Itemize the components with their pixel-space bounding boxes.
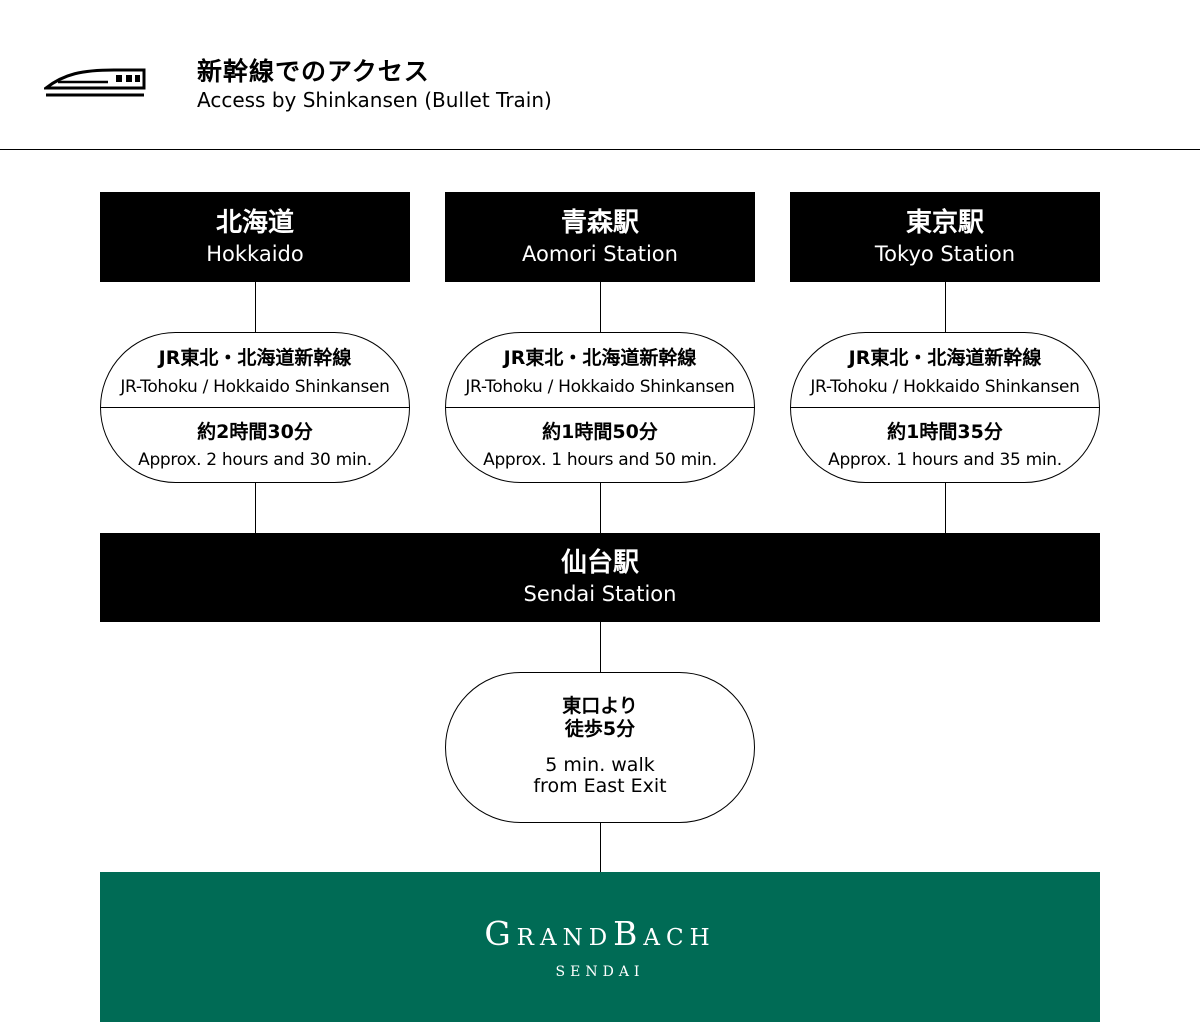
- route-time-section: 約1時間35分 Approx. 1 hours and 35 min.: [791, 408, 1099, 482]
- page-subtitle: Access by Shinkansen (Bullet Train): [197, 88, 552, 112]
- route-line-section: JR東北・北海道新幹線 JR-Tohoku / Hokkaido Shinkan…: [101, 333, 409, 408]
- hotel-logo: GrandBach: [484, 914, 716, 953]
- origin-tokyo: 東京駅 Tokyo Station: [790, 192, 1100, 282]
- origin-name-jp: 東京駅: [905, 208, 984, 238]
- origin-name-jp: 青森駅: [560, 208, 639, 238]
- origin-name-en: Tokyo Station: [874, 242, 1016, 266]
- destination-sendai-station: 仙台駅 Sendai Station: [100, 533, 1100, 622]
- page-header: 新幹線でのアクセス Access by Shinkansen (Bullet T…: [0, 0, 1200, 150]
- destination-name-en: Sendai Station: [523, 582, 677, 606]
- travel-time-en: Approx. 1 hours and 35 min.: [828, 450, 1062, 470]
- line-name-en: JR-Tohoku / Hokkaido Shinkansen: [465, 377, 735, 397]
- travel-time-jp: 約1時間50分: [542, 421, 658, 443]
- route-time-section: 約2時間30分 Approx. 2 hours and 30 min.: [101, 408, 409, 482]
- origin-aomori: 青森駅 Aomori Station: [445, 192, 755, 282]
- page-title: 新幹線でのアクセス: [197, 57, 430, 86]
- hotel-logo-city: SENDAI: [555, 964, 645, 980]
- travel-time-en: Approx. 1 hours and 50 min.: [483, 450, 717, 470]
- header-divider: [0, 149, 1200, 150]
- line-name-jp: JR東北・北海道新幹線: [158, 347, 352, 369]
- origin-name-jp: 北海道: [215, 208, 294, 238]
- origin-hokkaido: 北海道 Hokkaido: [100, 192, 410, 282]
- route-time-section: 約1時間50分 Approx. 1 hours and 50 min.: [446, 408, 754, 482]
- line-name-en: JR-Tohoku / Hokkaido Shinkansen: [810, 377, 1080, 397]
- travel-time-jp: 約1時間35分: [887, 421, 1003, 443]
- route-line-section: JR東北・北海道新幹線 JR-Tohoku / Hokkaido Shinkan…: [791, 333, 1099, 408]
- bullet-train-icon: [44, 68, 146, 97]
- route-line-section: JR東北・北海道新幹線 JR-Tohoku / Hokkaido Shinkan…: [446, 333, 754, 408]
- travel-time-jp: 約2時間30分: [197, 421, 313, 443]
- line-name-jp: JR東北・北海道新幹線: [848, 347, 1042, 369]
- route-pill-tokyo: JR東北・北海道新幹線 JR-Tohoku / Hokkaido Shinkan…: [790, 332, 1100, 483]
- origin-name-en: Aomori Station: [522, 242, 678, 266]
- walk-line1-jp: 東口より: [562, 695, 638, 717]
- walk-pill: 東口より 徒歩5分 5 min. walk from East Exit: [445, 672, 755, 823]
- line-name-jp: JR東北・北海道新幹線: [503, 347, 697, 369]
- travel-time-en: Approx. 2 hours and 30 min.: [138, 450, 372, 470]
- walk-line1-en: 5 min. walk: [545, 754, 655, 776]
- walk-line2-jp: 徒歩5分: [564, 718, 636, 740]
- route-pill-aomori: JR東北・北海道新幹線 JR-Tohoku / Hokkaido Shinkan…: [445, 332, 755, 483]
- hotel-block: GrandBach SENDAI: [100, 872, 1100, 1022]
- line-name-en: JR-Tohoku / Hokkaido Shinkansen: [120, 377, 390, 397]
- destination-name-jp: 仙台駅: [560, 548, 639, 578]
- route-pill-hokkaido: JR東北・北海道新幹線 JR-Tohoku / Hokkaido Shinkan…: [100, 332, 410, 483]
- origin-name-en: Hokkaido: [206, 242, 304, 266]
- walk-line2-en: from East Exit: [533, 775, 667, 797]
